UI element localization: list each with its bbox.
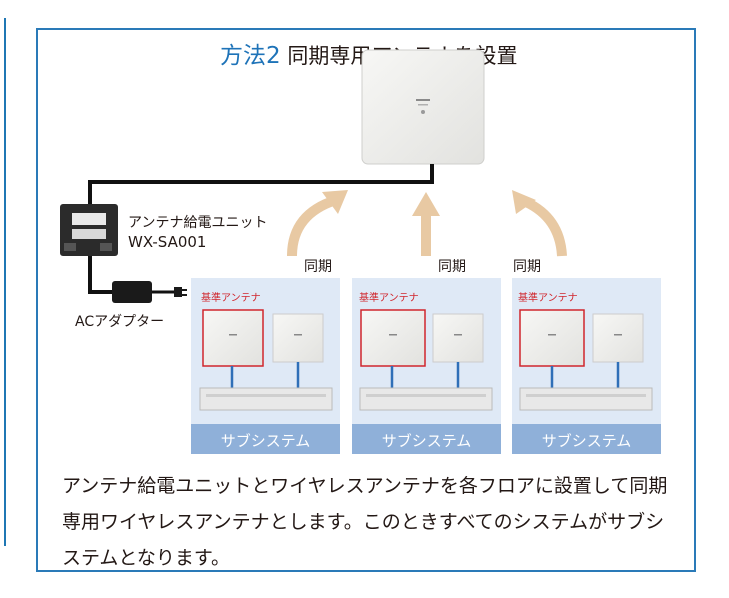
adapter-label: ACアダプター [75,314,165,330]
reference-antenna-label-2: 基準アンテナ [359,293,419,304]
subsystem-caption-3: サブシステム [541,432,632,450]
reference-antenna-label-3: 基準アンテナ [518,293,578,304]
sync-arrows [287,195,567,257]
sync-label-3: 同期 [513,259,541,275]
sync-label-1: 同期 [304,259,332,275]
description-text: アンテナ給電ユニットとワイヤレスアンテナを各フロアに設置して同期専用ワイヤレスア… [62,475,668,569]
power-unit-name: アンテナ給電ユニット [128,215,268,231]
adapter-cable [88,255,112,294]
method-number: 方法2 [220,43,281,69]
sync-antenna [361,49,485,165]
subsystem-caption-1: サブシステム [220,432,311,450]
sync-label-2: 同期 [438,259,466,275]
adjacent-frame-edge [0,18,6,546]
reference-antenna-label-1: 基準アンテナ [201,293,261,304]
power-unit-model: WX-SA001 [128,233,207,251]
antenna-cable [88,164,434,212]
subsystem-caption-2: サブシステム [381,432,472,450]
power-feed-unit [60,204,118,256]
ac-adapter [112,281,187,303]
